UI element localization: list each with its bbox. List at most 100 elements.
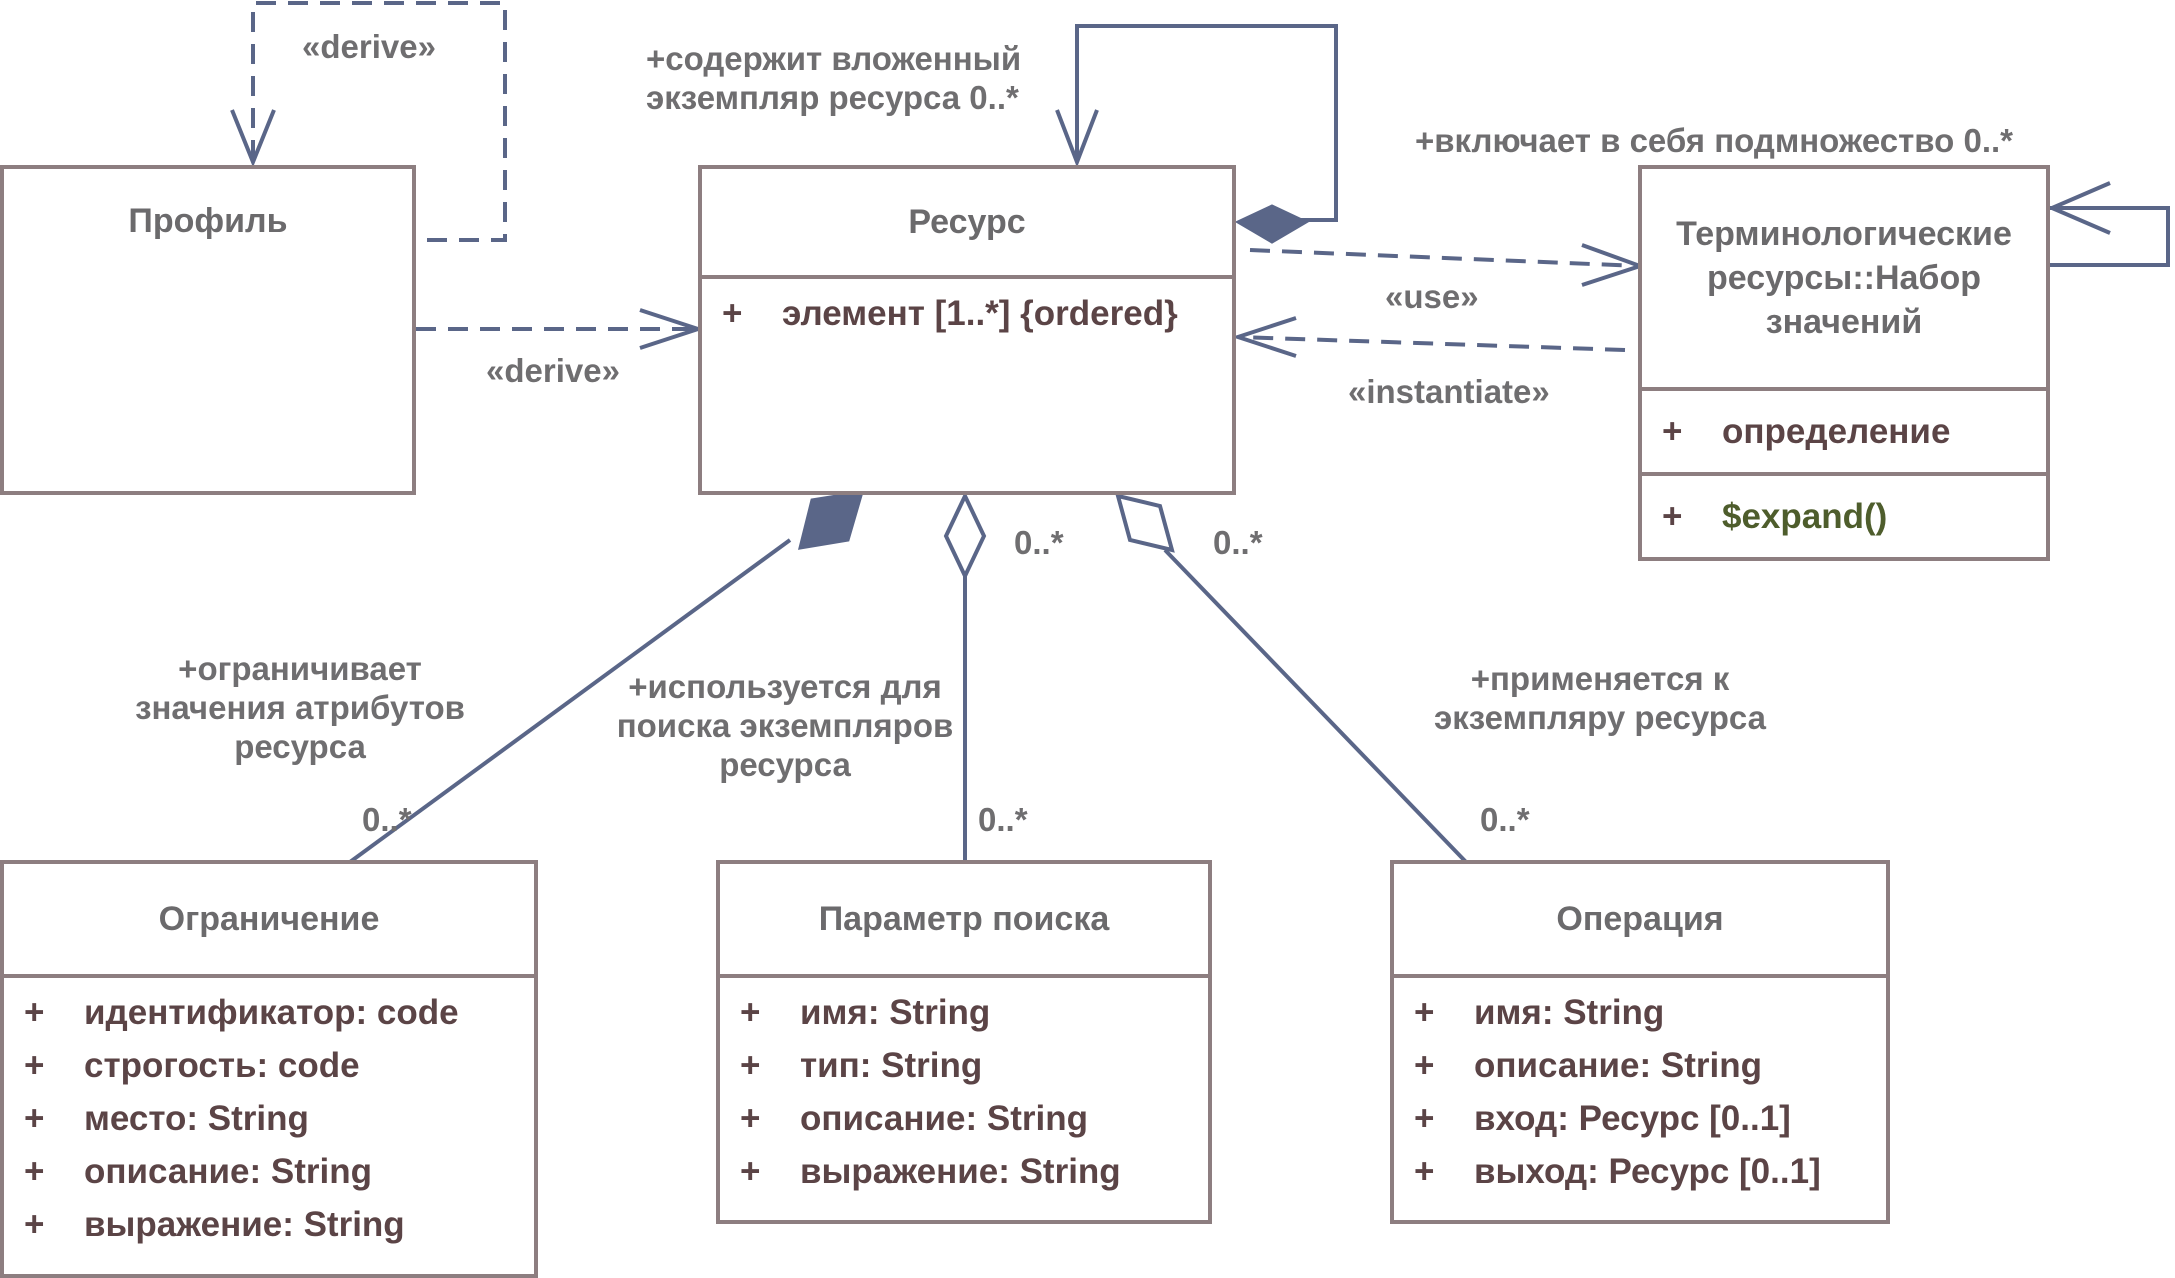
valueset-attributes: + определение bbox=[1642, 387, 2046, 472]
resource-attribute: + элемент [1..*] {ordered} bbox=[702, 287, 1232, 340]
attribute-text: описание: String bbox=[800, 1098, 1088, 1138]
derive-resource-label: «derive» bbox=[486, 352, 620, 389]
applies-label-line: +применяется к bbox=[1470, 660, 1730, 697]
search-param-attribute: + тип: String bbox=[720, 1039, 1208, 1092]
resource-class[interactable]: Ресурс + элемент [1..*] {ordered} bbox=[698, 165, 1236, 495]
search-param-aggregation-diamond bbox=[943, 491, 987, 581]
applies-label-line: экземпляру ресурса bbox=[1433, 698, 1767, 736]
resource-attributes: + элемент [1..*] {ordered} bbox=[702, 275, 1232, 340]
constraint-attribute: + строгость: code bbox=[4, 1039, 534, 1092]
applies-multiplicity-bottom: 0..* bbox=[1480, 801, 1530, 838]
search-param-attribute: +имя: String bbox=[720, 986, 1208, 1039]
constraint-attribute: + описание: String bbox=[4, 1145, 534, 1198]
visibility-marker: + bbox=[24, 1204, 45, 1244]
operation-class-name: Операция bbox=[1556, 899, 1724, 938]
visibility-marker: + bbox=[1414, 992, 1435, 1032]
attribute-text: имя: String bbox=[800, 992, 991, 1032]
constraint-class[interactable]: Ограничение +идентификатор: code +строго… bbox=[0, 860, 538, 1278]
attribute-text: описание: String bbox=[84, 1151, 372, 1191]
instantiate-label: «instantiate» bbox=[1348, 373, 1550, 410]
search-param-class-name: Параметр поиска bbox=[818, 899, 1110, 938]
valueset-operation: + $expand() bbox=[1642, 490, 1887, 543]
constrains-label-line: ресурса bbox=[234, 727, 366, 765]
constraint-composition-diamond bbox=[797, 490, 865, 550]
attribute-text: вход: Ресурс [0..1] bbox=[1474, 1098, 1791, 1138]
search-param-attribute: + выражение: String bbox=[720, 1145, 1208, 1198]
visibility-marker: + bbox=[740, 1098, 761, 1138]
visibility-marker: + bbox=[24, 1098, 45, 1138]
valueset-class-name: Терминологические ресурсы::Набор значени… bbox=[1642, 169, 2046, 387]
valueset-name-line: ресурсы::Набор bbox=[1707, 258, 1981, 297]
search-param-attributes: +имя: String +тип: String +описание: Str… bbox=[720, 974, 1208, 1198]
valueset-attribute: + определение bbox=[1642, 405, 1950, 458]
visibility-marker: + bbox=[24, 1045, 45, 1085]
valueset-operations: + $expand() bbox=[1642, 472, 2046, 557]
use-edge bbox=[1249, 248, 1641, 268]
contains-label-line: +содержит вложенный bbox=[646, 40, 1022, 77]
applies-multiplicity-top: 0..* bbox=[1213, 524, 1263, 561]
resource-contains-edge bbox=[1075, 24, 1338, 222]
visibility-marker: + bbox=[1414, 1098, 1435, 1138]
attribute-text: описание: String bbox=[1474, 1045, 1762, 1085]
constrains-label: +ограничивает значения атрибутов ресурса bbox=[120, 650, 480, 767]
search-multiplicity-bottom: 0..* bbox=[978, 801, 1028, 838]
valueset-includes-arrowhead bbox=[2046, 181, 2111, 235]
profile-class[interactable]: Профиль bbox=[0, 165, 416, 495]
applies-label: +применяется к экземпляру ресурса bbox=[1400, 660, 1800, 738]
operation-class[interactable]: Операция + имя: String + описание: String … bbox=[1390, 860, 1890, 1224]
operation-attribute: + выход: Ресурс [0..1] bbox=[1394, 1145, 1886, 1198]
search-multiplicity-top: 0..* bbox=[1014, 524, 1064, 561]
search-label-line: +используется для bbox=[628, 668, 942, 705]
profile-derive-self-edge bbox=[251, 1, 507, 242]
attribute-text: идентификатор: code bbox=[84, 992, 459, 1032]
constrains-multiplicity: 0..* bbox=[362, 801, 412, 838]
constrains-label-line: значения атрибутов bbox=[135, 688, 465, 726]
operation-edge bbox=[1163, 548, 1468, 864]
valueset-name-line: Терминологические bbox=[1676, 214, 2012, 253]
resource-contains-arrowhead bbox=[1055, 109, 1099, 168]
visibility-marker: + bbox=[1414, 1151, 1435, 1191]
visibility-marker: + bbox=[722, 293, 743, 333]
attribute-text: элемент [1..*] {ordered} bbox=[782, 293, 1178, 333]
visibility-marker: + bbox=[1662, 496, 1683, 536]
search-label-line: поиска экземпляров bbox=[616, 706, 954, 744]
valueset-class[interactable]: Терминологические ресурсы::Набор значени… bbox=[1638, 165, 2050, 561]
visibility-marker: + bbox=[24, 1151, 45, 1191]
operation-attribute: + вход: Ресурс [0..1] bbox=[1394, 1092, 1886, 1145]
attribute-text: тип: String bbox=[800, 1045, 983, 1085]
attribute-text: имя: String bbox=[1474, 992, 1665, 1032]
visibility-marker: + bbox=[24, 992, 45, 1032]
attribute-text: место: String bbox=[84, 1098, 309, 1138]
constraint-attribute: + идентификатор: code bbox=[4, 986, 534, 1039]
visibility-marker: + bbox=[740, 1045, 761, 1085]
instantiate-edge bbox=[1237, 335, 1626, 352]
constrains-label-line: +ограничивает bbox=[178, 650, 422, 687]
operation-attribute: + описание: String bbox=[1394, 1039, 1886, 1092]
operation-attributes: + имя: String + описание: String + вход: Ре… bbox=[1394, 974, 1886, 1198]
valueset-includes-edge bbox=[2047, 206, 2170, 267]
resource-composition-diamond bbox=[1234, 204, 1310, 244]
constraint-attributes: + идентификатор: code + строгость: code + м… bbox=[4, 974, 534, 1251]
resource-class-name: Ресурс bbox=[908, 202, 1026, 241]
visibility-marker: + bbox=[1414, 1045, 1435, 1085]
operation-attribute: + имя: String bbox=[1394, 986, 1886, 1039]
attribute-text: выражение: String bbox=[84, 1204, 405, 1244]
includes-subset-label: +включает в себя подмножество 0..* bbox=[1415, 122, 2013, 159]
constraint-attribute: + место: String bbox=[4, 1092, 534, 1145]
attribute-text: выражение: String bbox=[800, 1151, 1121, 1191]
search-param-class[interactable]: Параметр поиска +имя: String +тип: Strin… bbox=[716, 860, 1212, 1224]
contains-label-line: экземпляр ресурса 0..* bbox=[646, 78, 1019, 116]
instantiate-arrowhead bbox=[1231, 316, 1297, 358]
search-label-line: ресурса bbox=[719, 745, 851, 783]
use-label: «use» bbox=[1385, 278, 1479, 315]
attribute-text: строгость: code bbox=[84, 1045, 360, 1085]
search-param-attribute: + описание: String bbox=[720, 1092, 1208, 1145]
profile-class-name: Профиль bbox=[128, 201, 288, 240]
search-label: +используется для поиска экземпляров рес… bbox=[590, 668, 980, 785]
attribute-text: выход: Ресурс [0..1] bbox=[1474, 1151, 1821, 1191]
operation-text: $expand() bbox=[1722, 496, 1888, 536]
visibility-marker: + bbox=[740, 1151, 761, 1191]
valueset-name-line: значений bbox=[1765, 303, 1923, 342]
derive-self-label: «derive» bbox=[302, 28, 436, 65]
